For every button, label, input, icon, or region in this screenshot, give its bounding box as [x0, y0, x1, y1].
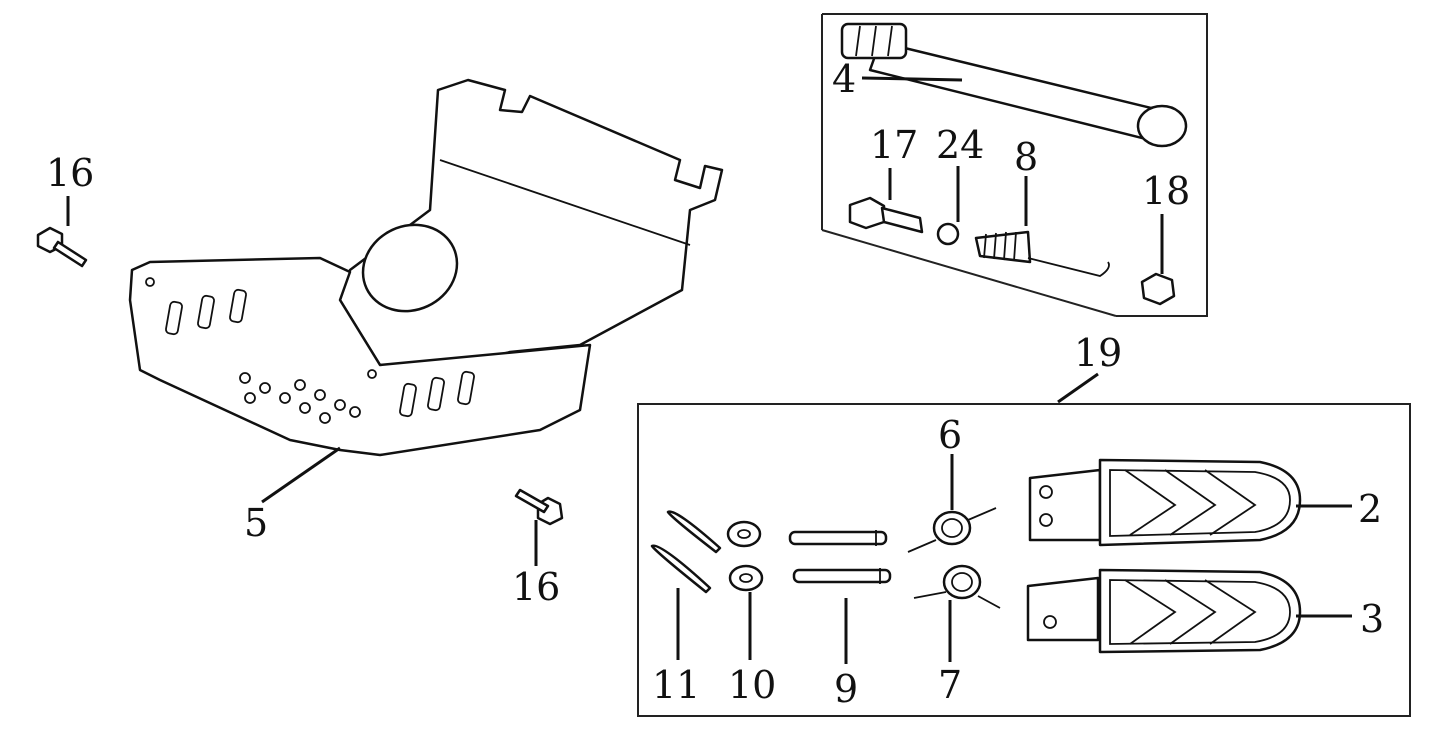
nut — [1140, 272, 1176, 306]
callout-9: 9 — [834, 667, 858, 711]
callout-2: 2 — [1358, 487, 1382, 531]
spring-upper — [907, 507, 997, 553]
callout-4: 4 — [832, 57, 856, 101]
pivot-bolt — [848, 196, 924, 234]
callout-8: 8 — [1014, 135, 1038, 179]
pin-upper — [788, 530, 888, 546]
spring-lower — [913, 564, 1001, 609]
washer-upper — [726, 520, 762, 548]
callout-5: 5 — [244, 501, 268, 545]
callout-17: 17 — [870, 123, 918, 167]
callout-7: 7 — [938, 663, 962, 707]
callout-16-left: 16 — [46, 151, 94, 195]
callout-16-right: 16 — [512, 565, 560, 609]
pin-lower — [792, 568, 892, 584]
footpeg-lower — [1026, 568, 1302, 654]
footpeg-upper — [1028, 458, 1302, 547]
stand-spring — [974, 230, 1110, 277]
washer-lower — [728, 564, 764, 592]
callout-10: 10 — [728, 663, 776, 707]
leader-lines — [66, 76, 1352, 664]
callout-3: 3 — [1360, 597, 1384, 641]
bolt-left — [36, 226, 88, 268]
callout-11: 11 — [652, 663, 700, 707]
kickstand-box — [821, 13, 1208, 317]
callout-24: 24 — [936, 123, 984, 167]
clip-upper — [666, 510, 722, 554]
washer — [936, 222, 960, 246]
kickstand-rod — [840, 22, 1188, 148]
callout-labels: 16 5 16 4 17 24 8 18 19 6 2 3 11 10 9 7 — [46, 57, 1384, 711]
callout-18: 18 — [1142, 169, 1190, 213]
skid-plate — [128, 78, 724, 457]
footpeg-box — [637, 403, 1411, 717]
callout-19: 19 — [1074, 331, 1122, 375]
clip-lower — [650, 544, 712, 594]
callout-6: 6 — [938, 413, 962, 457]
bolt-right — [514, 488, 564, 526]
